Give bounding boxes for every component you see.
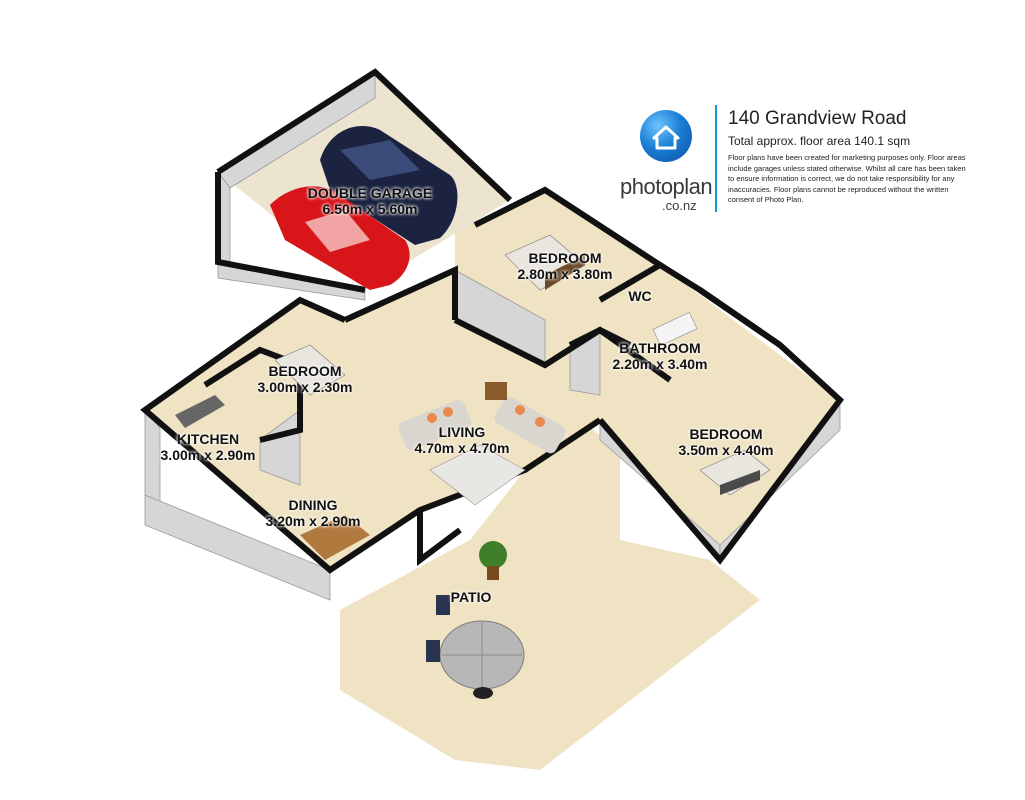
dining-size: 3.20m x 2.90m [265,513,361,529]
patio-umbrella-set [426,595,525,699]
brand-domain: .co.nz [662,198,697,213]
patio-floor [340,420,760,770]
house-logo-icon [640,110,692,162]
interior-wall-d [453,317,672,383]
room-label-bathroom: BATHROOM 2.20m x 3.40m [600,340,720,372]
bedroom-top-bed [504,234,586,291]
living-name: LIVING [438,424,486,440]
room-label-living: LIVING 4.70m x 4.70m [402,424,522,456]
double-garage-name: DOUBLE GARAGE [307,185,433,201]
interior-wall-f [417,510,462,566]
property-address: 140 Grandview Road [728,108,907,129]
red-car [270,186,410,290]
wc-name: WC [628,288,652,304]
interior-wall-b [259,365,303,443]
room-label-bedroom-left: BEDROOM 3.00m x 2.30m [245,363,365,395]
room-label-double-garage: DOUBLE GARAGE 6.50m x 5.60m [300,185,440,217]
bedroom-right-name: BEDROOM [689,426,763,442]
living-wall [259,409,301,486]
bedroom-right-size: 3.50m x 4.40m [678,442,774,458]
brand-name: photoplan [620,174,713,199]
garage-left-wall-top [215,172,366,293]
kitchen-size: 3.00m x 2.90m [160,447,256,463]
top-bedroom-walls [473,186,666,303]
header-divider [715,105,717,212]
bedroom-right-bed [699,449,771,496]
house-floor [145,190,840,570]
kitchen-name: KITCHEN [176,431,240,447]
right-wing-walls [597,287,845,565]
bathroom-size: 2.20m x 3.40m [612,356,708,372]
patio-name: PATIO [450,589,492,605]
bathroom-name: BATHROOM [619,340,701,356]
bedroom-top-size: 2.80m x 3.80m [517,266,613,282]
living-sofa-right [494,396,566,454]
room-label-bedroom-right: BEDROOM 3.50m x 4.40m [666,426,786,458]
dining-table [300,515,370,560]
dining-name: DINING [288,497,338,513]
potted-plant [479,541,507,580]
floor-area-text: Total approx. floor area 140.1 sqm [728,134,911,148]
living-tv-unit [485,382,507,400]
photoplan-brand: photoplan .co.nz [620,110,715,220]
bedroom-left-bed [274,344,346,396]
double-garage-size: 6.50m x 5.60m [322,201,418,217]
interior-wall-e [568,326,632,348]
living-sofa-left [398,399,472,451]
bathroom-fixtures [652,311,698,347]
room-label-patio: PATIO [440,589,502,605]
garage-walls-outline [216,68,513,203]
property-info: 140 Grandview Road Total approx. floor a… [728,108,968,206]
bedroom-left-name: BEDROOM [268,363,342,379]
room-label-kitchen: KITCHEN 3.00m x 2.90m [148,431,268,463]
interior-wall-c [343,265,458,323]
room-label-dining: DINING 3.20m x 2.90m [253,497,373,529]
living-size: 4.70m x 4.70m [414,440,510,456]
kitchen-bench [175,395,225,428]
bedroom-left-size: 3.00m x 2.30m [257,379,353,395]
disclaimer-text: Floor plans have been created for market… [728,153,966,204]
navy-car [320,125,458,245]
bedroom-top-name: BEDROOM [528,250,602,266]
room-label-wc: WC [618,288,662,304]
room-label-bedroom-top: BEDROOM 2.80m x 3.80m [505,250,625,282]
dining-wall [144,494,331,601]
living-rug [429,444,526,506]
